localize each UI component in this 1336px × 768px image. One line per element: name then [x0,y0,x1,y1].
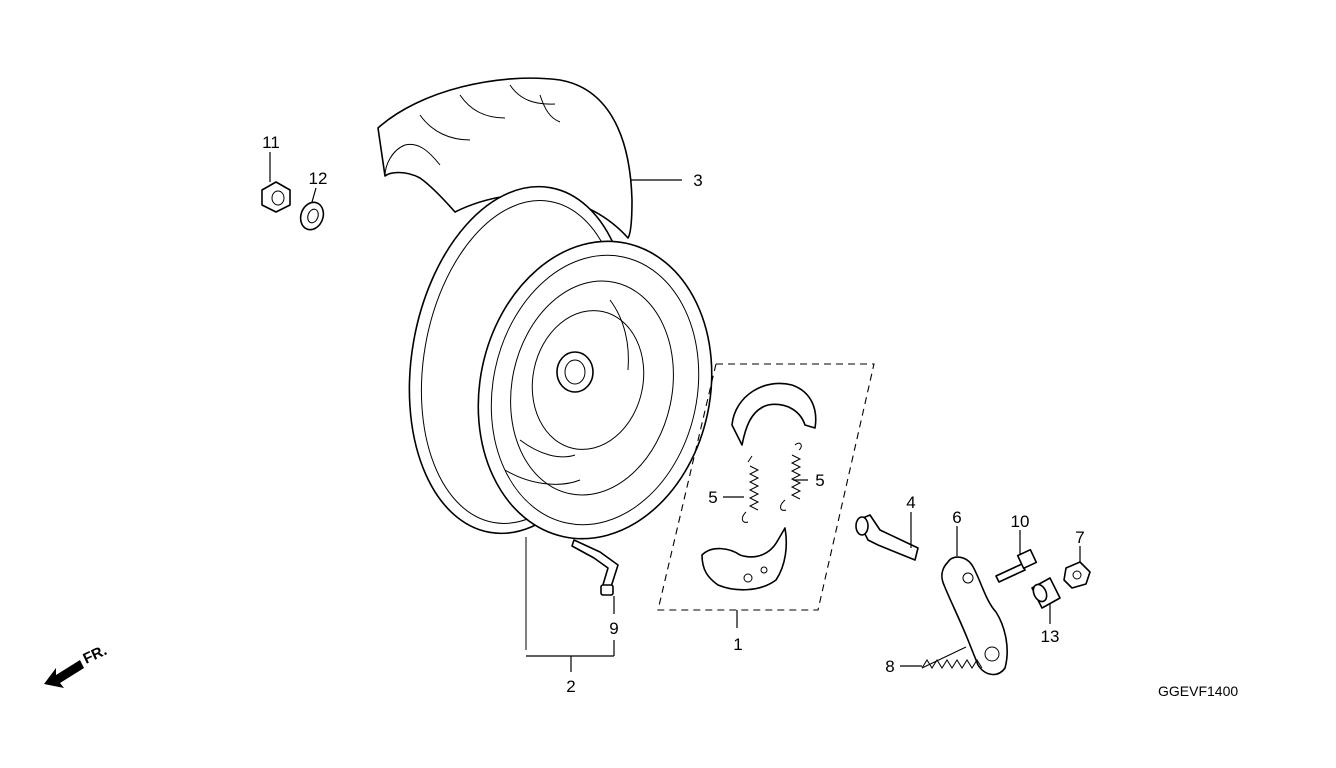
front-arrow-icon [44,660,84,688]
brake-spring-left [741,455,760,523]
callout-6: 6 [952,508,961,527]
return-spring [921,646,983,669]
washer [299,201,325,231]
brake-arm-bracket [941,556,1008,676]
flange-bolt [995,548,1038,583]
front-direction-indicator: FR. [44,642,110,688]
callout-9: 9 [609,619,618,638]
callout-13: 13 [1041,627,1060,646]
callout-8: 8 [885,657,894,676]
front-label: FR. [81,642,110,668]
brake-shoe-set [657,363,875,611]
callout-4: 4 [906,493,915,512]
callout-11: 11 [262,133,280,152]
callout-10: 10 [1011,512,1030,531]
callout-5-right: 5 [815,471,824,490]
wheel-rim [408,185,713,650]
brake-spring-right [780,442,802,511]
callout-12: 12 [309,169,328,188]
callout-2: 2 [566,677,575,696]
callout-7: 7 [1075,528,1084,547]
valve-stem [571,539,619,596]
diagram-code: GGEVF1400 [1158,683,1238,699]
callout-3: 3 [693,171,702,190]
callout-1: 1 [733,635,742,654]
callouts: 1 2 3 4 5 5 6 7 8 9 10 11 12 13 [262,133,1085,696]
axle-nut [261,181,291,213]
callout-5-left: 5 [708,488,717,507]
axle-bolt [855,514,919,561]
nut-small [1063,561,1091,589]
collar [1031,577,1061,609]
leader-lines [269,152,1081,672]
